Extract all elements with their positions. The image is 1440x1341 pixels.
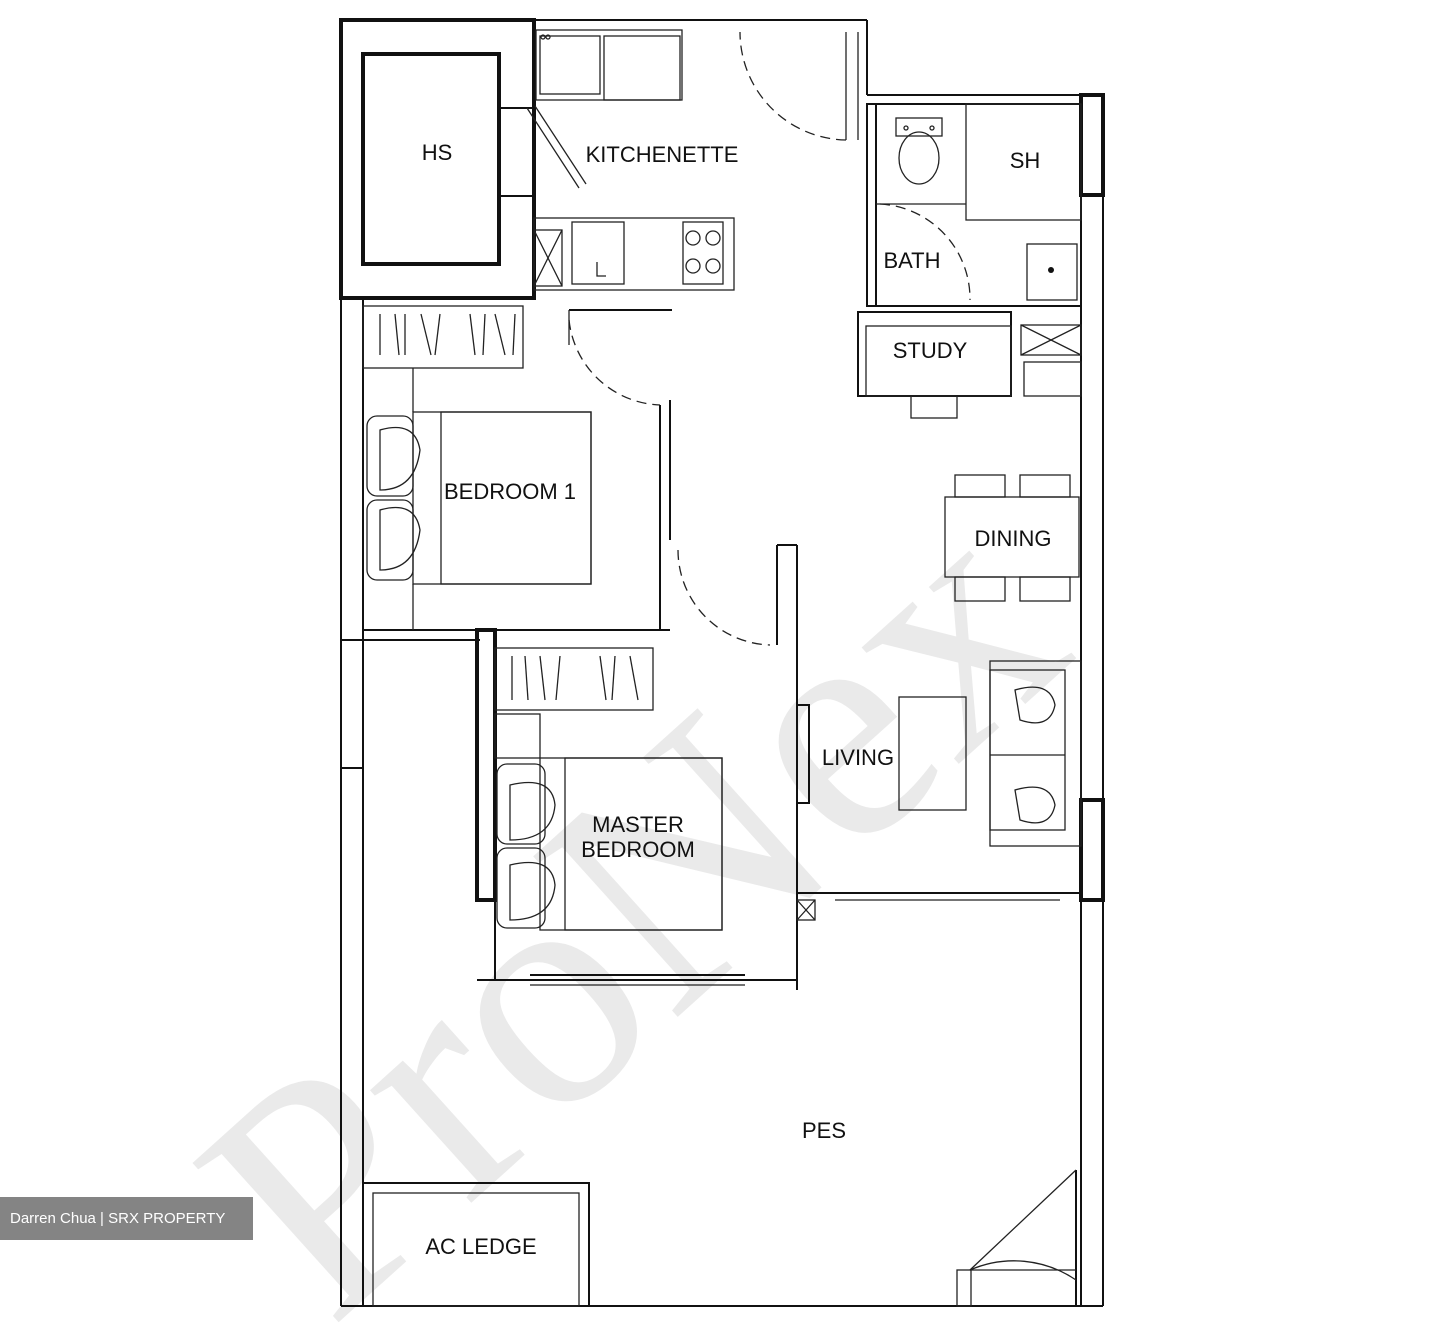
label-bedroom1: BEDROOM 1 (444, 479, 576, 504)
label-pes: PES (802, 1118, 846, 1143)
label-bath: BATH (883, 248, 940, 273)
watermark-text: ProNex (134, 438, 1127, 1341)
bedroom1-fixtures (362, 305, 671, 641)
label-study: STUDY (893, 338, 968, 363)
kitchenette-fixtures (533, 29, 859, 311)
label-ac-ledge: AC LEDGE (425, 1234, 536, 1259)
label-kitchenette: KITCHENETTE (586, 142, 739, 167)
credit-badge: Darren Chua | SRX PROPERTY (0, 1197, 253, 1240)
label-living: LIVING (822, 745, 894, 770)
living-dining-fixtures (796, 474, 1082, 921)
hs-room (339, 18, 587, 300)
label-dining: DINING (975, 526, 1052, 551)
bath-block (857, 103, 1082, 419)
label-sh: SH (1010, 148, 1041, 173)
pes-fixtures (362, 1169, 1077, 1307)
label-hs: HS (422, 140, 453, 165)
label-master-line1: MASTER (592, 812, 684, 837)
label-master-line2: BEDROOM (581, 837, 695, 862)
